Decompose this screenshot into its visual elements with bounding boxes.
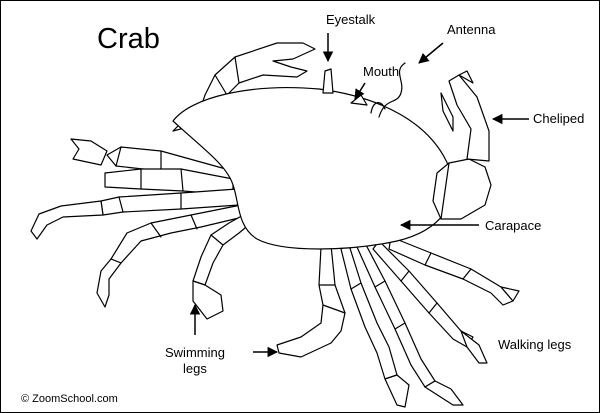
label-cheliped: Cheliped xyxy=(533,112,584,125)
label-carapace: Carapace xyxy=(485,219,541,232)
copyright-notice: © ZoomSchool.com xyxy=(21,394,118,405)
label-swimming-legs-line2: legs xyxy=(165,361,225,377)
label-swimming-legs: Swimming legs xyxy=(165,345,225,377)
diagram-title: Crab xyxy=(97,25,160,54)
label-walking-legs: Walking legs xyxy=(498,338,571,351)
label-swimming-legs-line1: Swimming xyxy=(165,345,225,361)
antenna-arrow xyxy=(419,43,443,63)
label-mouth: Mouth xyxy=(363,65,399,78)
mouth-arrow xyxy=(355,83,365,99)
label-eyestalk: Eyestalk xyxy=(326,13,375,26)
label-antenna: Antenna xyxy=(447,23,495,36)
